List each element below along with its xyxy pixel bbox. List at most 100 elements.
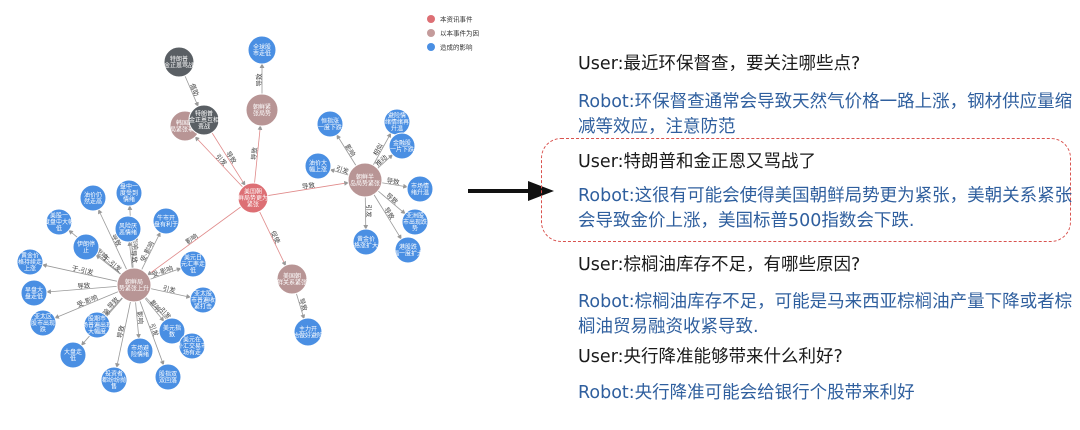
node-label: 紧打击 <box>194 303 212 311</box>
node-label: 大幅度 <box>88 328 106 336</box>
node-label: 朝鲜局 <box>125 278 143 286</box>
edge-label: 受-影响 <box>138 239 156 263</box>
edge-label: 于-引发 <box>71 263 95 277</box>
node-label: 势 <box>412 225 418 233</box>
node-circle <box>20 279 48 307</box>
node-label: 双回落 <box>159 376 177 384</box>
node-label: 恒指涨 <box>321 117 339 125</box>
node-label: 早盘大 <box>25 286 43 294</box>
node-label: 绪情绪再 <box>385 118 409 126</box>
node-circle <box>116 267 152 303</box>
chat-message-robot: Robot:这很有可能会使得美国朝鲜局势更为紧张，美朝关系紧张会导致金价上涨，美… <box>578 186 1073 231</box>
edge-label: 引发 <box>148 322 161 338</box>
node-label: 伊朗停 <box>77 240 95 248</box>
chat-message-user: User:特朗普和金正恩又骂战了 <box>578 152 816 172</box>
node-circle <box>316 110 344 138</box>
node-circle <box>154 363 182 391</box>
node-label: 美股一 <box>50 212 68 220</box>
edge-label: 导致 <box>297 297 310 313</box>
chat-message-user: User:最近环保督查，要关注哪些点? <box>578 54 861 74</box>
node-circle <box>347 162 383 198</box>
node-label: 市出现跌 <box>403 218 427 226</box>
node-label: 市普遍收 <box>191 296 215 304</box>
node-circle <box>276 263 308 295</box>
node-label: 上涨 <box>24 265 36 273</box>
node-label: 恶情绪 <box>119 228 137 236</box>
legend-label: 以本事件为因 <box>440 29 479 38</box>
node-label: 跌 <box>40 326 46 334</box>
node-label: 特朗普 <box>170 55 188 63</box>
node-label: 然走高 <box>84 197 102 205</box>
node-label: 市走低 <box>253 49 271 57</box>
chat-message-robot: Robot:央行降准可能会给银行个股带来利好 <box>578 383 915 403</box>
node-circle <box>16 248 44 276</box>
node-label: 美国朝 <box>244 188 262 196</box>
node-label: 油价大 <box>309 159 327 167</box>
node-label: 美元在 <box>183 336 201 344</box>
node-label: 数 <box>169 330 175 338</box>
node-label: 低 <box>56 225 62 233</box>
node-label: 度受到 <box>120 189 138 197</box>
node-circle <box>45 208 73 236</box>
node-circle <box>158 317 186 345</box>
node-label: 局紧张事件 <box>170 125 200 133</box>
edge-label: 导致 <box>77 280 91 290</box>
node-label: 止 <box>83 246 89 254</box>
node-circle <box>163 46 195 78</box>
node-label: 投资者 <box>105 370 123 378</box>
edge-label: 导致 <box>115 324 127 339</box>
node-label: 油价仍 <box>84 191 102 199</box>
node-label: 朝鲜紧 <box>253 103 271 111</box>
chat-message-user: User:央行降准能够带来什么利好? <box>578 347 843 367</box>
node-label: 鲜关系紧张 <box>277 278 307 286</box>
node-label: 特朗普 <box>195 110 213 118</box>
graph-node-center: 美国朝鲜局势更为紧张 <box>237 182 269 214</box>
chat-message-user: User:棕榈油库存不足，有哪些原因? <box>578 255 861 275</box>
node-circle <box>189 286 217 314</box>
node-circle <box>247 35 277 65</box>
node-label: 风险厌 <box>119 222 137 230</box>
node-label: 金正恩骂战 <box>164 61 194 69</box>
node-label: 情绪 <box>123 196 135 204</box>
node-circle <box>29 309 57 337</box>
node-label: 场有走 <box>183 349 201 357</box>
edge-label: 导致 <box>105 294 121 310</box>
node-circle <box>59 341 87 369</box>
edge-label: 导致 <box>382 205 397 221</box>
chat-message-robot: Robot:环保督查通常会导致天然气价格一路上涨，钢材供应量缩减等效应，注意防范 <box>578 92 1073 137</box>
node-label: 张局势 <box>253 109 271 117</box>
legend-swatch <box>427 43 435 51</box>
node-circle <box>237 182 269 214</box>
node-label: 盘走低 <box>25 292 43 300</box>
edge-label: 导致 <box>384 191 400 207</box>
node-label: 盘有利于 <box>154 220 178 228</box>
edge-label: 引发 <box>335 163 351 175</box>
node-label: 股市出现 <box>31 319 55 327</box>
node-label: 美元指 <box>163 324 181 332</box>
node-label: 韩国政 <box>176 119 194 127</box>
node-label: 避险情 <box>388 112 406 120</box>
node-label: 势紧张上升 <box>119 284 149 292</box>
node-label: 黄金价 <box>21 252 39 260</box>
node-label: 售 <box>111 383 117 391</box>
edge-label: 影响 <box>135 311 145 325</box>
node-label: 都纷纷抛 <box>102 376 126 384</box>
node-circle <box>401 208 429 236</box>
